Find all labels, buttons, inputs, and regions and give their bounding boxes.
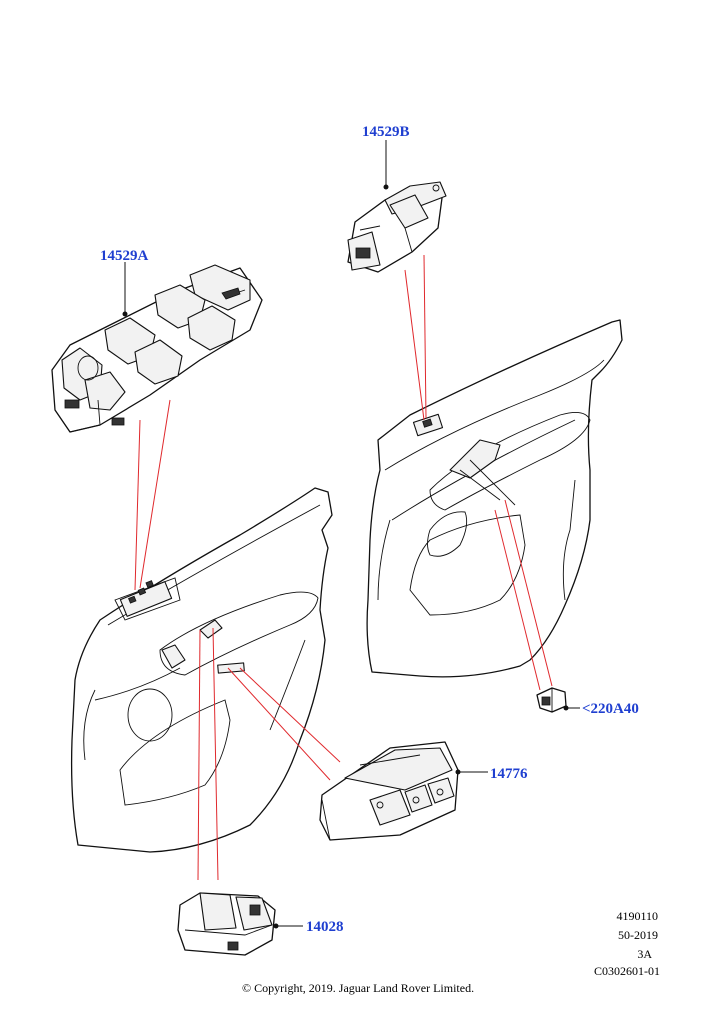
reference-date: 50-2019 bbox=[618, 928, 658, 942]
copyright-notice: © Copyright, 2019. Jaguar Land Rover Lim… bbox=[242, 981, 474, 995]
leader-lines bbox=[122, 140, 580, 929]
connector-220A40-drawing bbox=[536, 687, 567, 713]
reference-lines bbox=[134, 254, 553, 881]
callout-14776[interactable]: 14776 bbox=[490, 766, 528, 782]
switch-14529B-drawing bbox=[347, 181, 447, 273]
switch-14529A-drawing bbox=[51, 264, 263, 433]
callout-220A40[interactable]: <220A40 bbox=[582, 701, 639, 717]
rear-door-trim-panel bbox=[366, 319, 623, 678]
switch-14776-drawing bbox=[319, 741, 459, 841]
callout-14028[interactable]: 14028 bbox=[306, 919, 344, 935]
callout-14529B[interactable]: 14529B bbox=[362, 124, 410, 140]
front-door-trim-panel bbox=[70, 487, 333, 853]
switch-14028-drawing bbox=[177, 892, 276, 956]
reference-number: 4190110 bbox=[616, 909, 658, 923]
reference-code: C0302601-01 bbox=[594, 964, 660, 978]
reference-revision: 3A bbox=[637, 947, 652, 961]
callout-14529A[interactable]: 14529A bbox=[100, 248, 149, 264]
